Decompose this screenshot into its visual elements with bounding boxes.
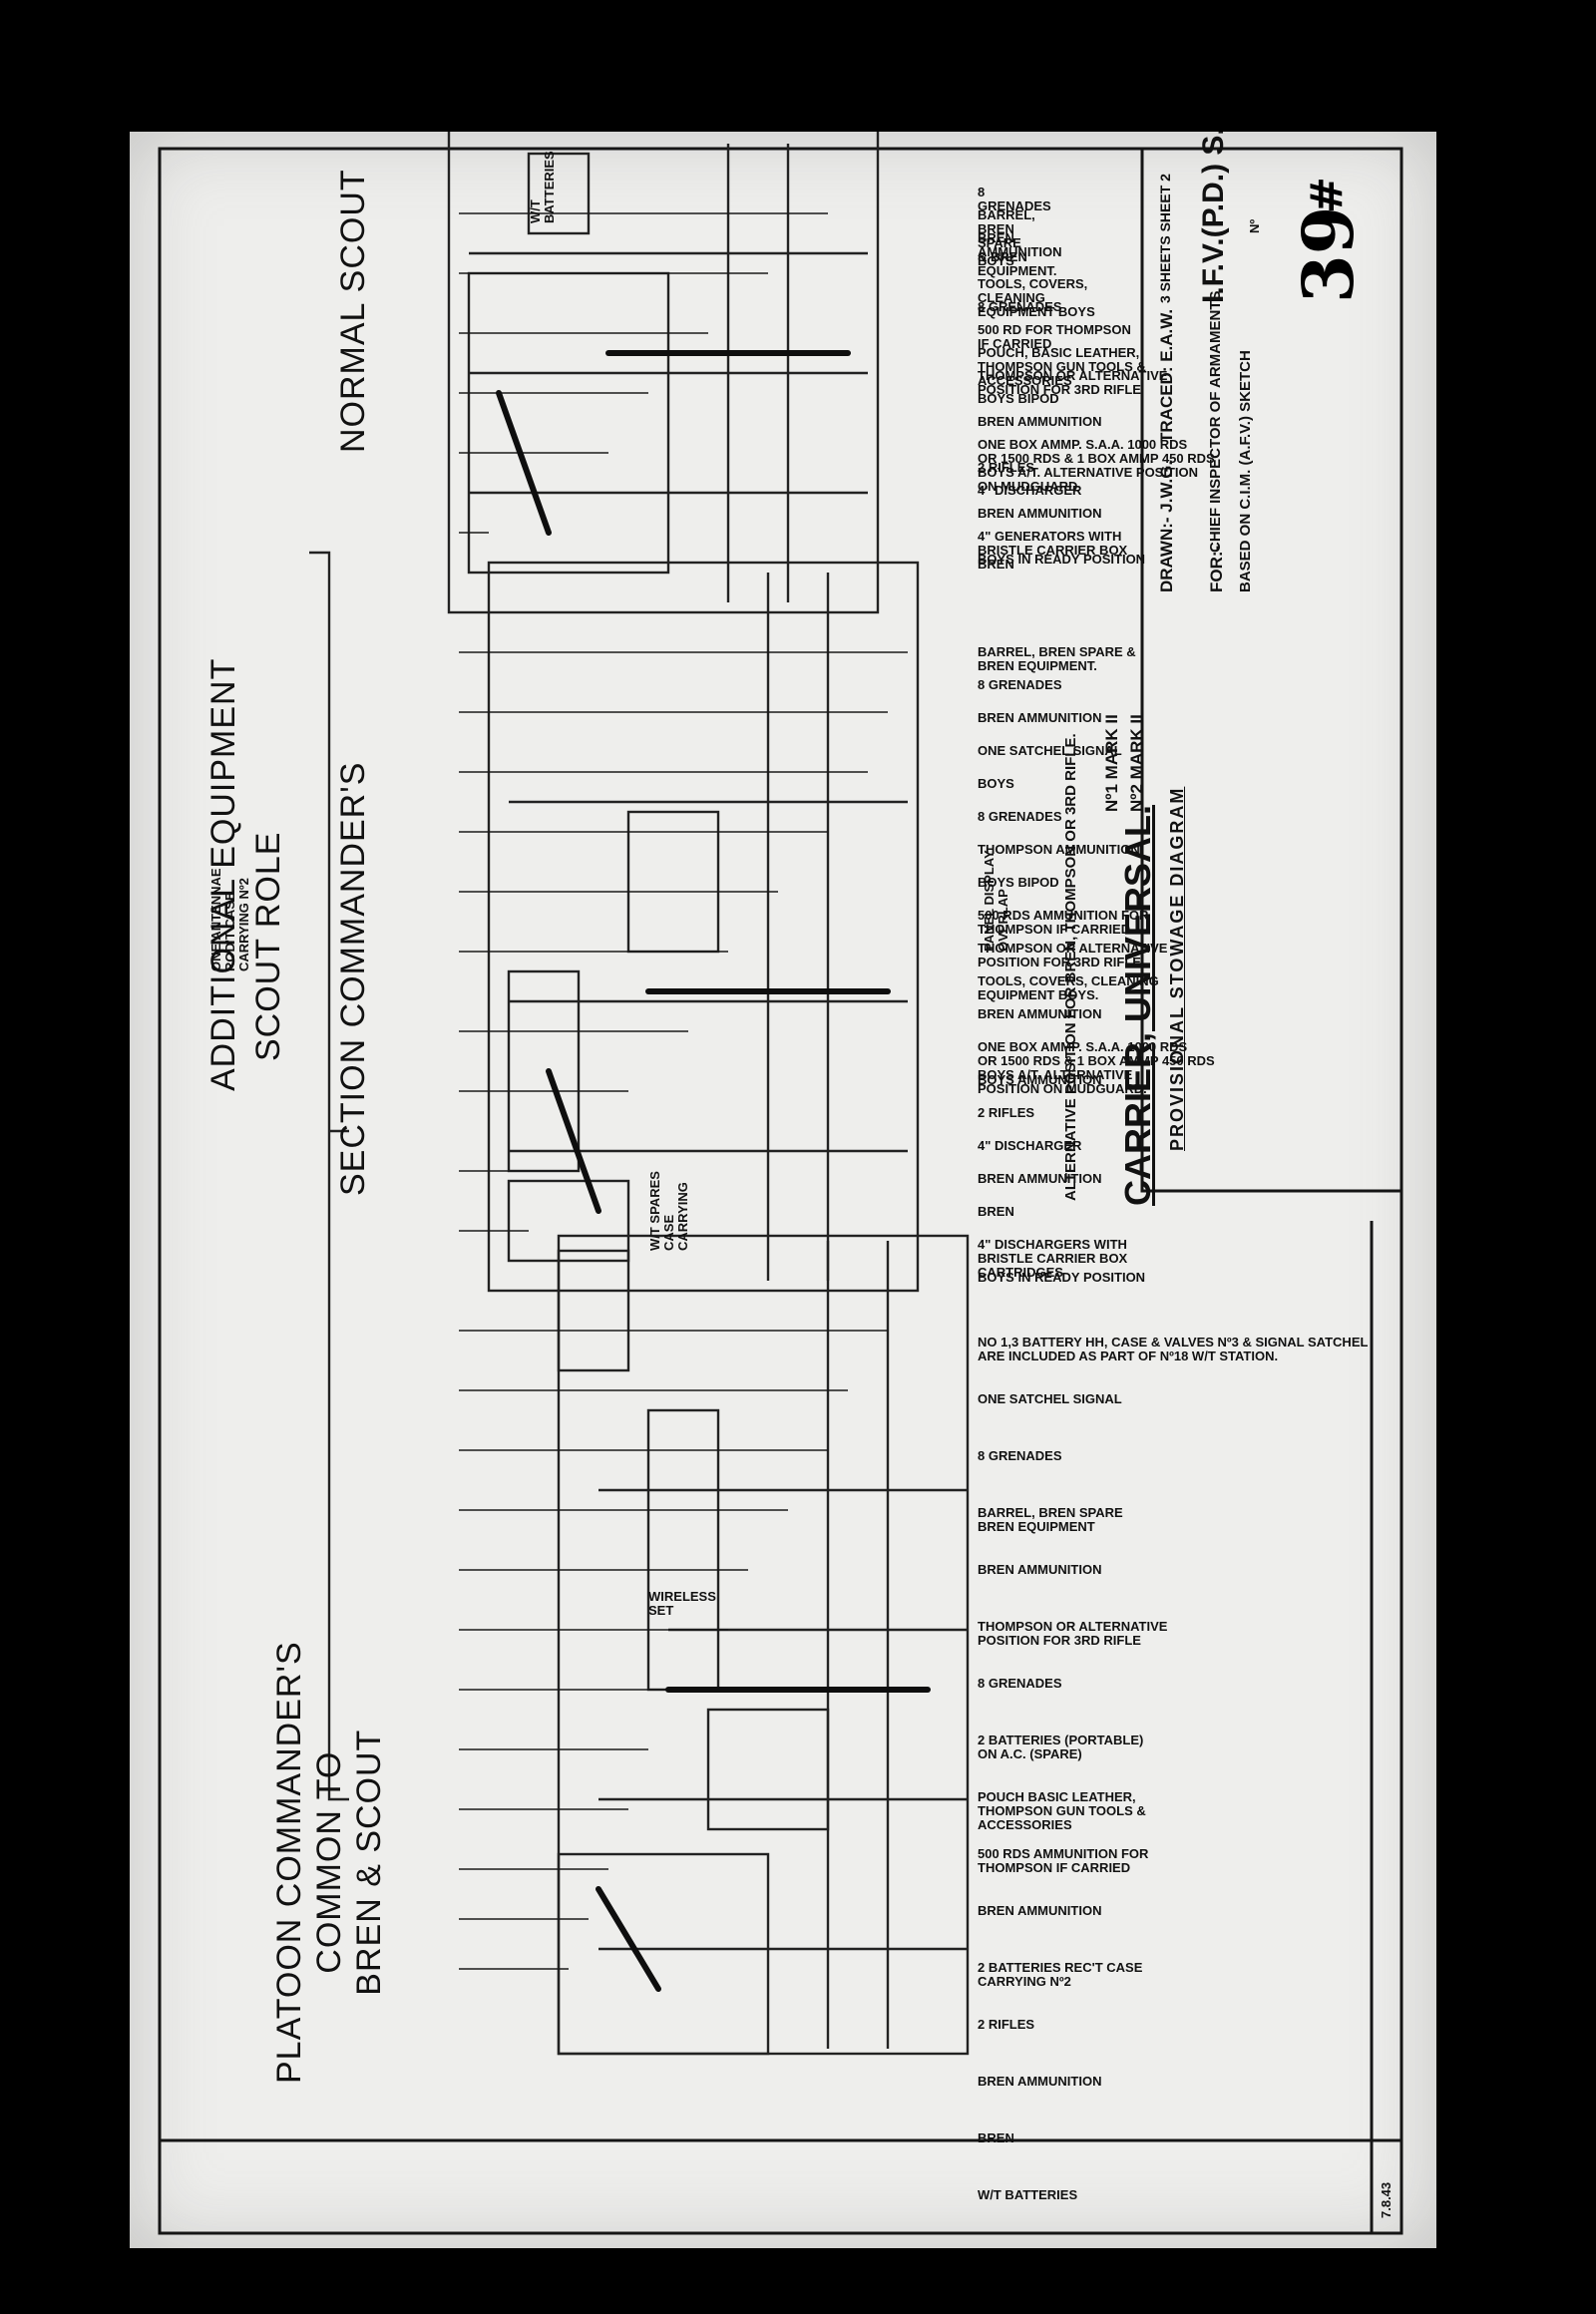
weapons (496, 350, 931, 1992)
col2-label-5: 2 RIFLES (978, 1105, 1035, 1120)
wt-batteries-box: W/T BATTERIES (528, 151, 557, 223)
col1-label-10: THOMPSON OR ALTERNATIVE POSITION FOR 3RD… (978, 1619, 1168, 1648)
carrier-universal-title: CARRIER, UNIVERSAL. (1117, 804, 1158, 1206)
traced-by: TRACED: E.A.W. (1157, 308, 1176, 443)
panel-display-note: PANEL DISPLAY OVERLAP (982, 850, 1010, 952)
wireless-set-label: WIRELESS SET (648, 1589, 716, 1618)
platoon-line-1: PLATOON COMMANDER'S (270, 1641, 308, 2084)
title-block-frame (1140, 147, 1403, 1193)
platoon-line-3: BREN & SCOUT (350, 1729, 388, 1996)
drawn-by: DRAWN:- J.W.G. (1157, 460, 1176, 592)
drawing-number-prefix: Nº (1247, 218, 1262, 233)
col3-label-5: ONE BOX AMMP. S.A.A. 1000 RDS OR 1500 RD… (978, 437, 1215, 494)
chief-inspector: CHIEF INSPECTOR OF ARMAMENTS (1207, 290, 1224, 553)
col2-label-1: 4" DISCHARGERS WITH BRISTLE CARRIER BOX … (978, 1237, 1128, 1280)
col1-label-9: 8 GRENADES (978, 1676, 1062, 1691)
diagram-linework (158, 132, 1403, 2235)
drawing-date: 7.8.43 (1379, 2181, 1394, 2218)
col2-label-15: BOYS (978, 776, 1014, 791)
alternative-position-note: ALTERNATIVE POSITION FOR BREN, THOMPSON … (1062, 733, 1079, 1201)
header-section-commanders: SECTION COMMANDER'S (334, 761, 372, 1196)
mark-1: Nº1 MARK II (1102, 714, 1121, 812)
col3-label-9: POUCH, BASIC LEATHER, THOMPSON GUN TOOLS… (978, 345, 1146, 388)
header-normal-scout: NORMAL SCOUT (334, 169, 372, 453)
col1-label-1: BREN (978, 2130, 1014, 2145)
col2-label-3: BREN AMMUNITION (978, 1171, 1102, 1186)
col3-label-12: TOOLS, COVERS, CLEANING EQUIPMENT BOYS (978, 276, 1095, 319)
col1-label-14: ONE SATCHEL SIGNAL (978, 1391, 1122, 1406)
header-platoon-commanders: PLATOON COMMANDER'S COMMON TO BREN & SCO… (269, 1641, 389, 2084)
col1-label-0: W/T BATTERIES (978, 2187, 1078, 2202)
col1-label-5: BREN AMMUNITION (978, 1903, 1102, 1918)
col2-label-19: BARREL, BREN SPARE & BREN EQUIPMENT. (978, 644, 1136, 673)
col1-label-11: BREN AMMUNITION (978, 1562, 1102, 1577)
col2-label-17: BREN AMMUNITION (978, 710, 1102, 725)
col3-label-2: BREN AMMUNITION (978, 506, 1102, 521)
col1-label-8: 2 BATTERIES (PORTABLE) ON A.C. (SPARE) (978, 1733, 1144, 1761)
col2-label-2: BREN (978, 1204, 1014, 1219)
wt-spares-label: W/T SPARES CASE CARRYING (647, 1171, 690, 1251)
col2-label-8: BREN AMMUNITION (978, 1006, 1102, 1021)
col1-label-6: 500 RDS AMMUNITION FOR THOMPSON IF CARRI… (978, 1846, 1149, 1875)
rotated-drawing: ADDITIONAL EQUIPMENT SCOUT ROLE SECTION … (130, 132, 1436, 2248)
col3-label-16: 8 GRENADES (978, 185, 1051, 213)
leader-lines (459, 212, 908, 1970)
mark-2: Nº2 MARK II (1127, 714, 1146, 812)
col2-label-14: 8 GRENADES (978, 809, 1062, 824)
drawing-reference: I.F.V.(P.D.) S.4. (1197, 132, 1230, 303)
col2-label-16: ONE SATCHEL SIGNAL (978, 743, 1122, 758)
antennae-note: ONE ANTENNAE ROD'T CASE CARRYING Nº2 (208, 868, 251, 971)
stowage-schematic (309, 132, 970, 2056)
col3-label-6: BREN AMMUNITION (978, 414, 1102, 429)
col3-label-15: BARREL, BREN SPARE & BREN EQUIPMENT. (978, 207, 1057, 278)
platoon-line-2: COMMON TO (310, 1750, 348, 1974)
col1-label-12: BARREL, BREN SPARE BREN EQUIPMENT (978, 1505, 1123, 1534)
col2-label-18: 8 GRENADES (978, 677, 1062, 692)
col3-label-10: 500 RD FOR THOMPSON IF CARRIED (978, 322, 1131, 351)
col3-label-1: 4" GENERATORS WITH BRISTLE CARRIER BOX B… (978, 529, 1128, 572)
col1-label-15: NO 1,3 BATTERY HH, CASE & VALVES Nº3 & S… (978, 1335, 1369, 1363)
col1-label-13: 8 GRENADES (978, 1448, 1062, 1463)
provisional-stowage-diagram: PROVISIONAL STOWAGE DIAGRAM (1167, 786, 1187, 1151)
document-sheet: ADDITIONAL EQUIPMENT SCOUT ROLE SECTION … (130, 132, 1436, 2248)
header-scout-role: SCOUT ROLE (249, 831, 287, 1061)
col1-label-7: POUCH BASIC LEATHER, THOMPSON GUN TOOLS … (978, 1789, 1146, 1832)
handwritten-sheet-number: 39 (1287, 205, 1370, 303)
col1-label-3: 2 RIFLES (978, 2017, 1035, 2032)
based-on: BASED ON C.I.M. (A.F.V.) SKETCH (1237, 350, 1254, 592)
sheet-count: 3 SHEETS SHEET 2 (1157, 174, 1173, 303)
col1-label-2: BREN AMMUNITION (978, 2074, 1102, 2089)
handwritten-marks: # (1302, 177, 1353, 213)
col1-label-4: 2 BATTERIES REC'T CASE CARRYING Nº2 (978, 1960, 1143, 1989)
